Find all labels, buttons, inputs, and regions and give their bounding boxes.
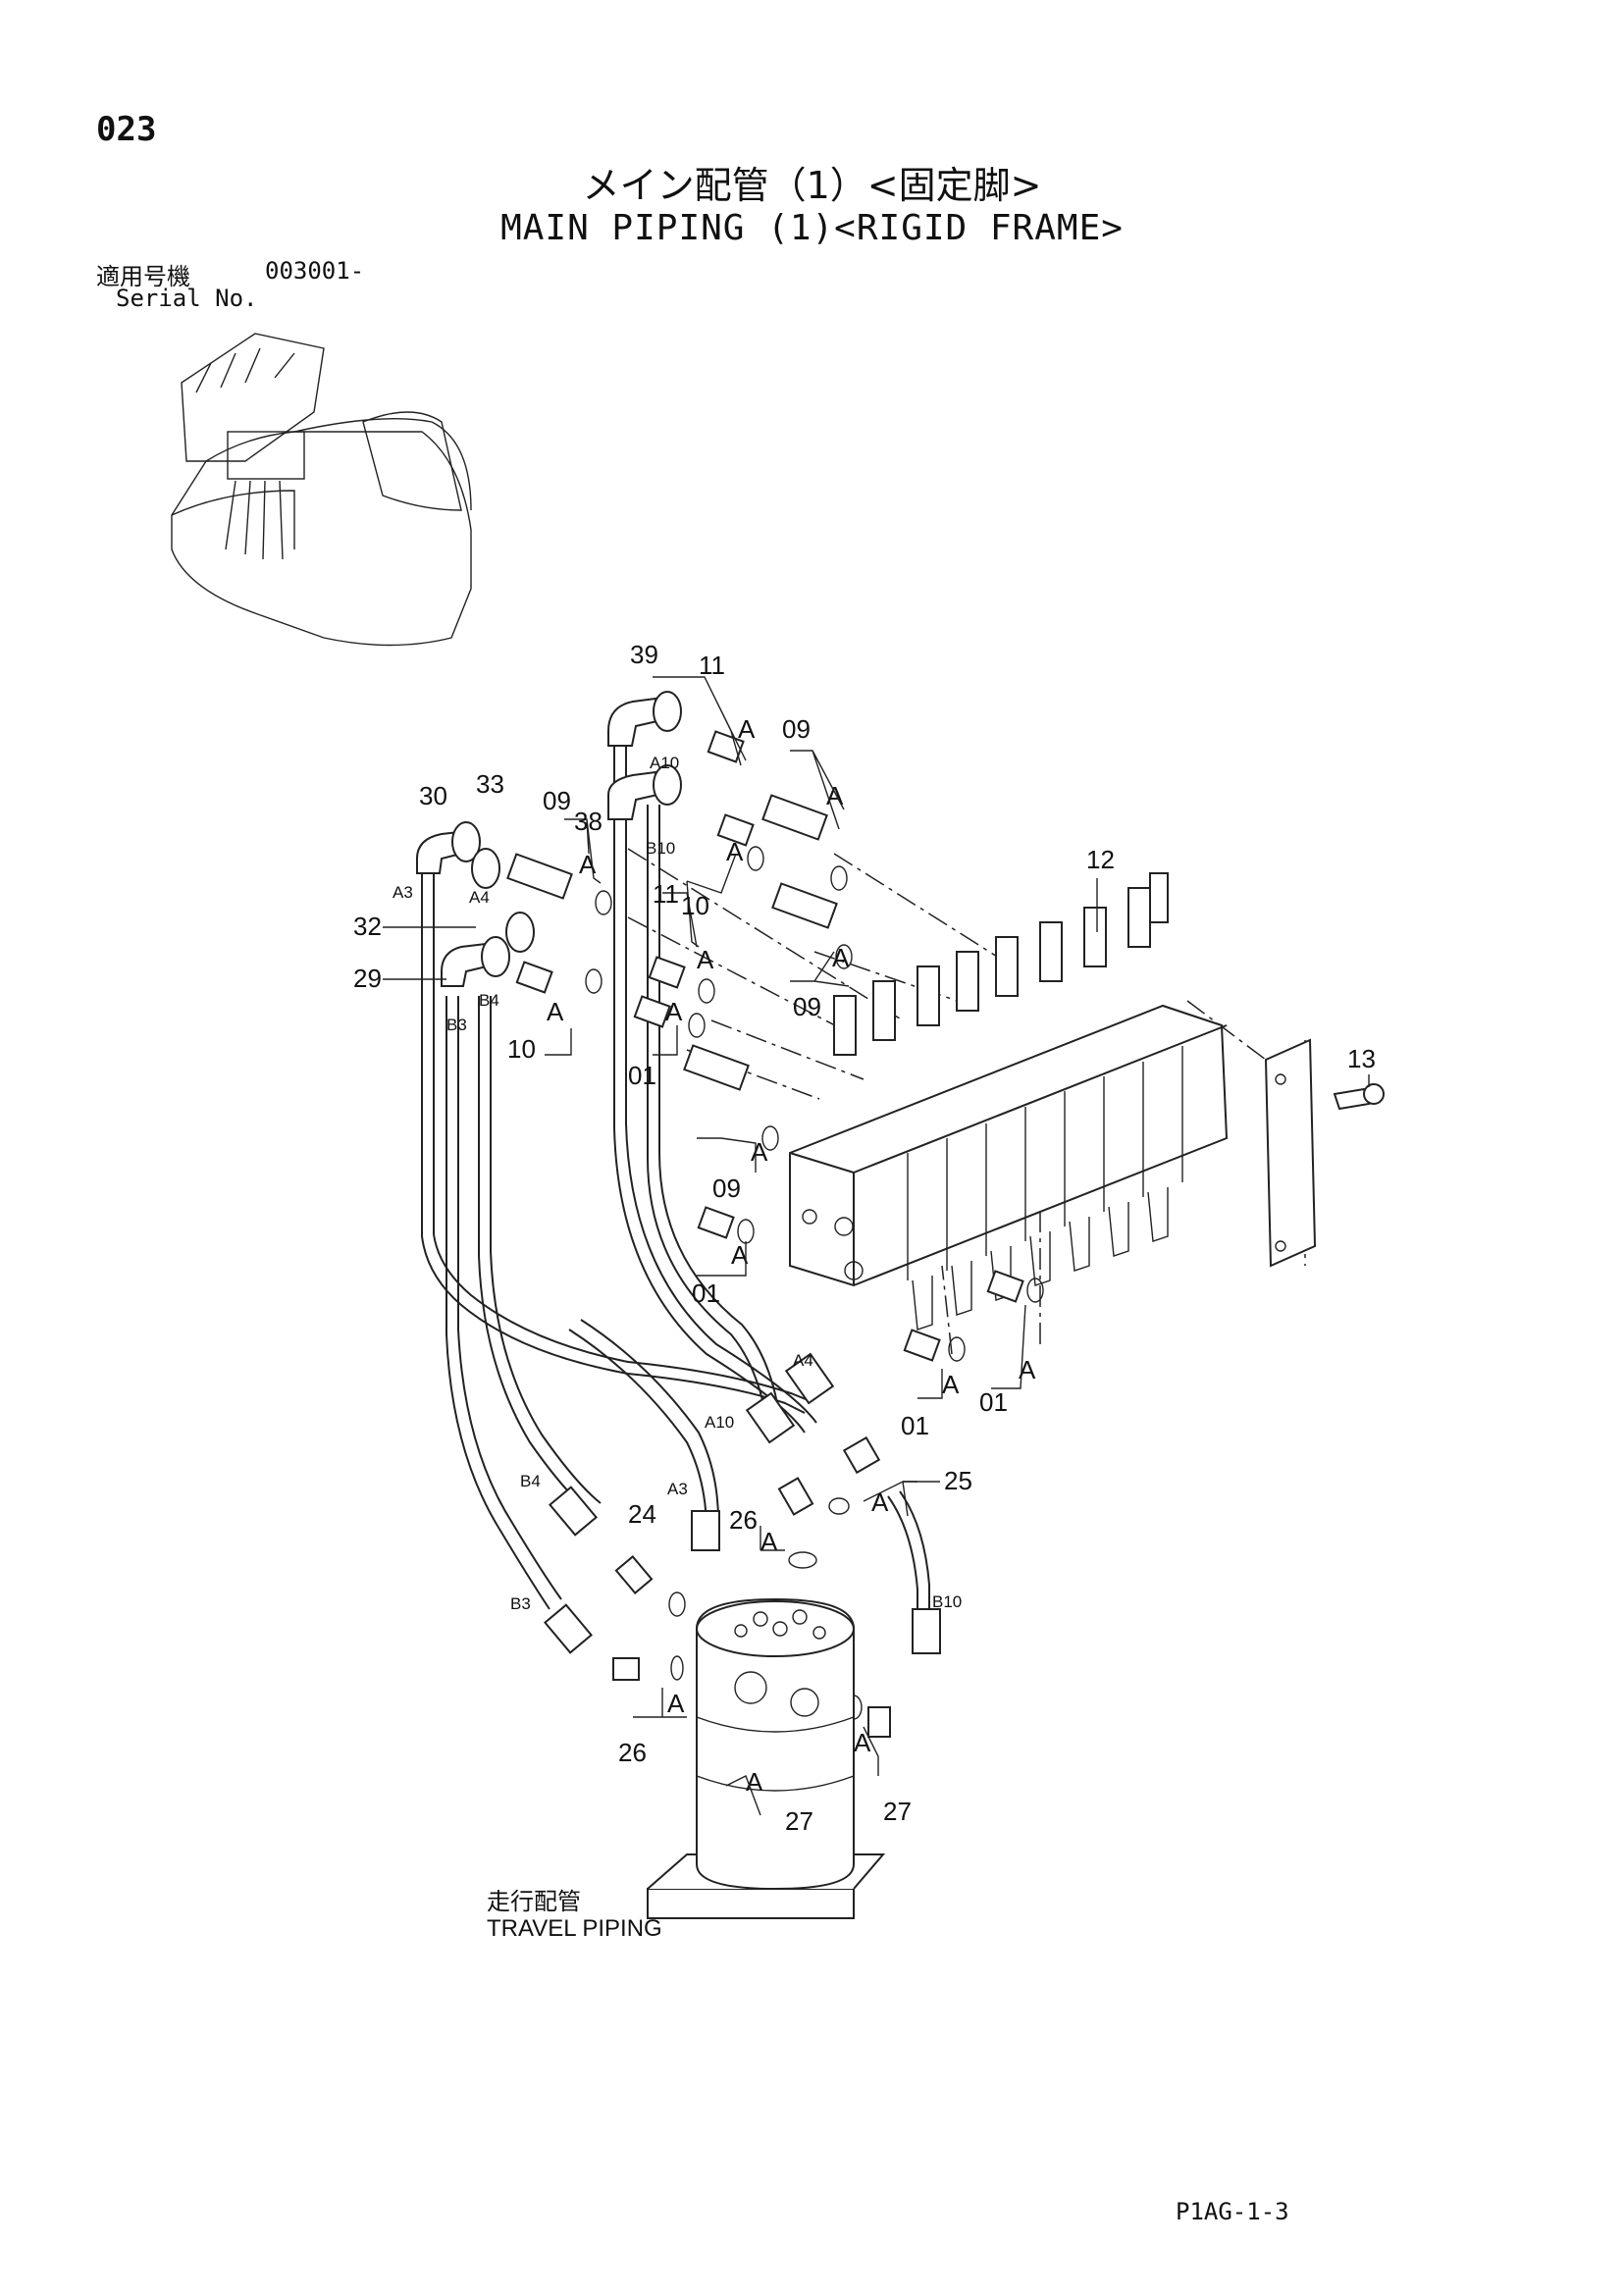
svg-text:A: A — [697, 945, 714, 974]
travel-piping-label-jp: 走行配管 — [487, 1888, 581, 1915]
label-26a: 26 — [729, 1505, 758, 1535]
svg-text:A4: A4 — [469, 888, 490, 907]
svg-text:A: A — [731, 1240, 749, 1270]
label-09c: 09 — [793, 992, 821, 1021]
svg-text:A: A — [1019, 1355, 1036, 1384]
label-12: 12 — [1086, 845, 1115, 874]
footer-code: P1AG-1-3 — [1176, 2198, 1289, 2225]
svg-text:B10: B10 — [646, 839, 675, 858]
page-number: 023 — [96, 110, 157, 149]
svg-text:A: A — [751, 1137, 768, 1167]
label-09a: 09 — [782, 714, 811, 744]
svg-text:A10: A10 — [650, 754, 679, 772]
svg-text:B10: B10 — [932, 1592, 962, 1611]
label-27a: 27 — [785, 1806, 813, 1836]
fittings — [416, 691, 1044, 1792]
svg-text:A: A — [760, 1527, 778, 1556]
svg-text:A: A — [667, 1689, 685, 1718]
hoses — [421, 746, 930, 1619]
label-24: 24 — [628, 1499, 656, 1529]
serial-label-jp: 適用号機 — [96, 263, 190, 290]
part-number-labels: 39 11 09 33 30 09 38 12 32 29 10 11 10 0… — [353, 640, 1376, 1836]
label-30: 30 — [419, 781, 447, 810]
label-10b: 10 — [507, 1034, 536, 1064]
label-32: 32 — [353, 912, 382, 941]
svg-text:B4: B4 — [520, 1472, 541, 1490]
label-27b: 27 — [883, 1797, 912, 1826]
label-26b: 26 — [618, 1738, 647, 1767]
ref-letters: A A A A A A A A A A A A A A A A A — [545, 676, 1036, 1816]
label-01a: 01 — [628, 1061, 656, 1090]
svg-text:B3: B3 — [446, 1016, 467, 1034]
title-japanese: メイン配管（1）<固定脚> — [582, 164, 1042, 207]
port-labels: A10 B10 A3 A4 B3 B4 A4 A10 B4 A3 B3 B10 — [393, 754, 962, 1613]
serial-label-en: Serial No. — [116, 285, 258, 312]
label-11b: 11 — [653, 879, 679, 909]
label-25: 25 — [944, 1466, 972, 1495]
label-09d: 09 — [712, 1174, 741, 1203]
control-valve — [789, 872, 1229, 1331]
center-joint — [647, 1597, 886, 1919]
svg-text:B3: B3 — [510, 1594, 531, 1613]
svg-text:A: A — [726, 837, 744, 866]
label-09b: 09 — [543, 786, 571, 815]
label-29: 29 — [353, 964, 382, 993]
svg-text:A: A — [832, 943, 850, 972]
svg-text:A: A — [665, 997, 683, 1026]
label-01d: 01 — [979, 1387, 1008, 1417]
svg-text:A: A — [854, 1728, 871, 1757]
svg-text:B4: B4 — [479, 991, 499, 1010]
title-english: MAIN PIPING (1)<RIGID FRAME> — [500, 208, 1124, 248]
label-13: 13 — [1347, 1044, 1376, 1073]
svg-text:A: A — [871, 1487, 889, 1517]
overview-illustration — [171, 333, 472, 647]
travel-piping-label-en: TRAVEL PIPING — [487, 1915, 662, 1942]
cover-plate — [1264, 1038, 1385, 1268]
svg-text:A: A — [579, 850, 597, 879]
svg-text:A: A — [738, 714, 756, 744]
svg-text:A: A — [942, 1370, 960, 1399]
label-38: 38 — [574, 807, 602, 836]
label-39: 39 — [630, 640, 658, 669]
svg-text:A10: A10 — [705, 1413, 734, 1432]
svg-text:A3: A3 — [393, 883, 413, 902]
label-33: 33 — [476, 769, 504, 799]
svg-text:A4: A4 — [793, 1351, 813, 1370]
svg-text:A: A — [547, 997, 564, 1026]
label-01c: 01 — [901, 1411, 929, 1440]
label-11a: 11 — [699, 651, 725, 680]
serial-value: 003001- — [265, 257, 365, 285]
svg-text:A3: A3 — [667, 1480, 688, 1498]
svg-text:A: A — [826, 781, 844, 810]
label-10a: 10 — [681, 891, 709, 920]
label-01b: 01 — [692, 1278, 720, 1308]
